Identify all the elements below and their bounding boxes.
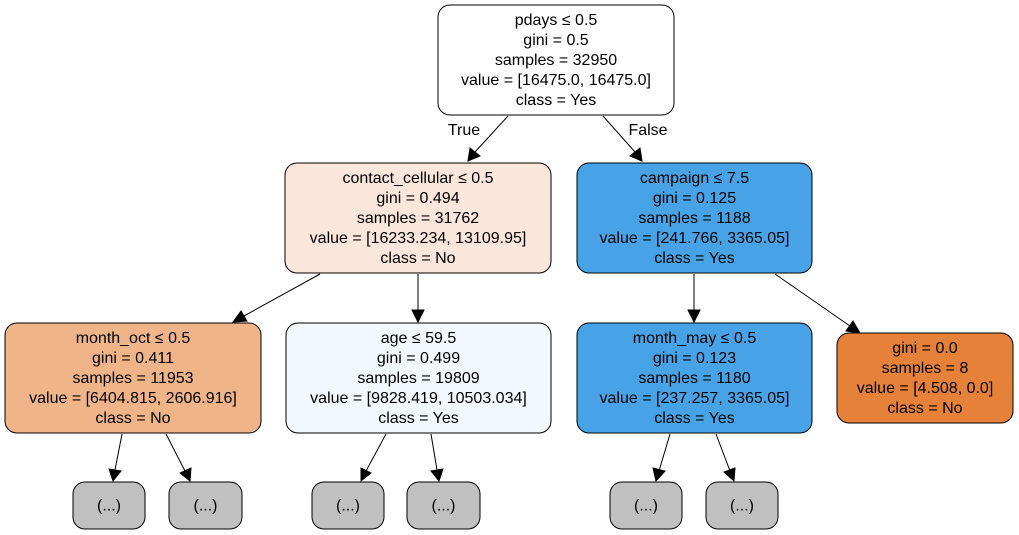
node-contact-cellular-line-3: samples = 31762 — [357, 210, 479, 227]
node-leaf-no-line-3: value = [4.508, 0.0] — [857, 380, 994, 397]
node-month-oct: month_oct ≤ 0.5 gini = 0.411 samples = 119… — [4, 322, 262, 434]
edge-root-n1 — [467, 115, 509, 162]
node-age-line-1: age ≤ 59.5 — [381, 330, 457, 347]
edge-n5-t5 — [652, 433, 671, 483]
node-truncated-6-line-1: (...) — [730, 498, 754, 515]
edge-label-false: False — [628, 122, 667, 139]
node-month-may-line-1: month_may ≤ 0.5 — [633, 330, 757, 347]
edge-n2-n5 — [687, 274, 701, 324]
node-truncated-3: (...) — [311, 481, 385, 530]
node-truncated-1-line-1: (...) — [97, 498, 121, 515]
edge-n4-t3 — [360, 433, 387, 483]
node-age-line-5: class = Yes — [378, 410, 459, 427]
node-contact-cellular-line-2: gini = 0.494 — [376, 190, 459, 207]
node-month-oct-line-4: value = [6404.815, 2606.916] — [29, 390, 237, 407]
node-age-line-4: value = [9828.419, 10503.034] — [310, 390, 527, 407]
node-age-line-2: gini = 0.499 — [377, 350, 460, 367]
node-root-line-1: pdays ≤ 0.5 — [515, 12, 598, 29]
node-contact-cellular: contact_cellular ≤ 0.5 gini = 0.494 sample… — [284, 162, 552, 274]
node-month-oct-line-3: samples = 11953 — [72, 370, 193, 387]
edge-n3-t1 — [108, 433, 123, 483]
node-leaf-no-line-4: class = No — [887, 400, 962, 417]
node-contact-cellular-line-5: class = No — [380, 250, 455, 267]
node-month-oct-line-2: gini = 0.411 — [92, 350, 174, 367]
node-campaign: campaign ≤ 7.5 gini = 0.125 samples = 1188… — [576, 162, 813, 274]
node-campaign-line-5: class = Yes — [654, 250, 735, 267]
edge-label-true: True — [448, 122, 480, 139]
edge-root-n2 — [602, 115, 643, 162]
node-month-may-line-2: gini = 0.123 — [653, 350, 736, 367]
node-campaign-line-3: samples = 1188 — [638, 210, 750, 227]
node-month-oct-line-1: month_oct ≤ 0.5 — [76, 330, 191, 347]
edge-n1-n3 — [231, 273, 321, 323]
node-month-oct-line-5: class = No — [95, 410, 170, 427]
node-root-line-3: samples = 32950 — [495, 52, 617, 69]
node-truncated-5-line-1: (...) — [634, 498, 658, 515]
edge-n5-t6 — [715, 433, 736, 483]
node-truncated-6: (...) — [705, 481, 779, 530]
node-campaign-line-1: campaign ≤ 7.5 — [640, 170, 749, 187]
node-month-may: month_may ≤ 0.5 gini = 0.123 samples = 118… — [576, 322, 813, 434]
node-root-line-2: gini = 0.5 — [523, 32, 588, 49]
node-truncated-1: (...) — [72, 481, 146, 530]
edge-n2-n6 — [774, 273, 861, 334]
node-truncated-5: (...) — [609, 481, 683, 530]
node-leaf-no: gini = 0.0 samples = 8 value = [4.508, 0.0… — [836, 332, 1014, 424]
node-month-may-line-4: value = [237.257, 3365.05] — [600, 390, 790, 407]
node-age-line-3: samples = 19809 — [357, 370, 479, 387]
node-root-line-4: value = [16475.0, 16475.0] — [461, 72, 651, 89]
node-root: pdays ≤ 0.5 gini = 0.5 samples = 32950 valu… — [437, 4, 675, 116]
node-month-may-line-5: class = Yes — [654, 410, 735, 427]
node-root-line-5: class = Yes — [516, 92, 597, 109]
edge-n1-n4 — [411, 274, 425, 324]
node-contact-cellular-line-1: contact_cellular ≤ 0.5 — [342, 170, 493, 187]
node-campaign-line-4: value = [241.766, 3365.05] — [600, 230, 790, 247]
edge-n4-t4 — [430, 433, 444, 483]
node-truncated-4: (...) — [406, 481, 481, 530]
node-truncated-2: (...) — [168, 481, 243, 530]
node-truncated-2-line-1: (...) — [194, 498, 218, 515]
node-month-may-line-3: samples = 1180 — [638, 370, 750, 387]
node-campaign-line-2: gini = 0.125 — [653, 190, 736, 207]
node-age: age ≤ 59.5 gini = 0.499 samples = 19809 val… — [285, 322, 552, 434]
node-leaf-no-line-2: samples = 8 — [882, 360, 969, 377]
node-contact-cellular-line-4: value = [16233.234, 13109.95] — [310, 230, 527, 247]
node-truncated-3-line-1: (...) — [336, 498, 360, 515]
edge-n3-t2 — [165, 433, 192, 482]
node-leaf-no-line-1: gini = 0.0 — [892, 340, 957, 357]
node-truncated-4-line-1: (...) — [432, 498, 456, 515]
